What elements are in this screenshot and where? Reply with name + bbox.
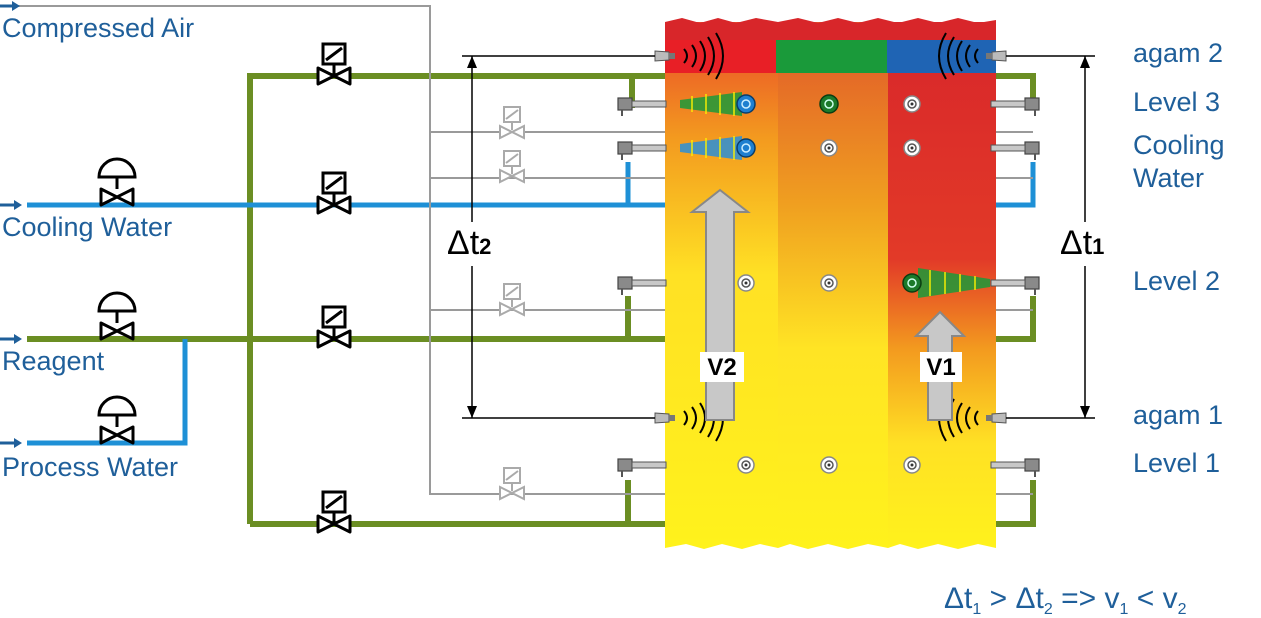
inlet-arrow-reagent-icon: [0, 334, 22, 344]
dt1-label-bg: [1056, 222, 1116, 266]
air-piping: [0, 5, 1033, 495]
port-cooling-mid-icon: [820, 139, 838, 157]
port-level1-mid-icon: [820, 456, 838, 474]
boiler-body: [665, 18, 996, 549]
agam2-label: agam 2: [1133, 38, 1223, 68]
level2-label: Level 2: [1133, 266, 1220, 296]
v2-label-box: [700, 352, 744, 382]
v2-label: V2: [707, 354, 736, 381]
manual-valve-reagent-icon[interactable]: [97, 291, 137, 341]
acoustic-emitter-agam2-left-icon: [654, 32, 724, 80]
zone-green: [776, 40, 887, 73]
cooling-water-label: Cooling Water: [2, 212, 172, 242]
port-cooling-right-icon: [903, 139, 921, 157]
port-green-level3-mid-icon: [819, 94, 839, 114]
port-level1-left-icon: [737, 456, 755, 474]
lance-left-cooling-icon: [617, 141, 667, 161]
manual-valve-cooling-icon[interactable]: [97, 157, 137, 207]
delta-t1-label: Δt1: [1060, 224, 1104, 262]
port-level1-right-icon: [903, 456, 921, 474]
port-level2-right-icon: [902, 273, 922, 293]
spray-green-level2-icon: [918, 268, 990, 298]
lance-right-level1-icon: [990, 458, 1040, 478]
spray-blue-cooling-icon: [680, 136, 742, 160]
air-valve-level3-icon[interactable]: [499, 106, 525, 139]
lance-right-level2-icon: [990, 276, 1040, 296]
process-water-label: Process Water: [2, 452, 178, 482]
lance-right-cooling-icon: [990, 141, 1040, 161]
cooling-label-line1: Cooling: [1133, 130, 1225, 160]
v1-label: V1: [926, 354, 955, 381]
velocity-formula: Δt1 > Δt2 => v1 < v2: [944, 582, 1187, 618]
delta-t2-label: Δt2: [447, 224, 491, 262]
inlet-arrow-process-icon: [0, 438, 22, 448]
lance-right-level3-icon: [990, 97, 1040, 117]
v1-label-box: [920, 352, 962, 382]
port-level2-mid-icon: [820, 274, 838, 292]
level1-label: Level 1: [1133, 448, 1220, 478]
inlet-arrow-air-icon: [0, 1, 20, 11]
lance-left-level1-icon: [617, 458, 667, 478]
port-level2-left-icon: [737, 274, 755, 292]
inlet-arrow-cooling-icon: [0, 200, 22, 210]
level3-label: Level 3: [1133, 87, 1220, 117]
inlet-arrows: [0, 1, 22, 448]
agam1-label: agam 1: [1133, 400, 1223, 430]
port-green-level3-icon: [736, 94, 756, 114]
manual-valve-process-icon[interactable]: [97, 395, 137, 445]
dt2-label-bg: [440, 222, 504, 266]
lance-left-level2-icon: [617, 276, 667, 296]
cooling-label-line2: Water: [1133, 163, 1204, 193]
acoustic-emitter-agam2-right-icon: [938, 32, 1007, 80]
spray-green-level3-icon: [680, 92, 742, 116]
port-level3-right-icon: [903, 95, 921, 113]
compressed-air-label: Compressed Air: [2, 13, 194, 43]
port-blue-cooling-icon: [736, 138, 756, 158]
lance-left-level3-icon: [617, 97, 667, 117]
reagent-label: Reagent: [2, 346, 105, 376]
